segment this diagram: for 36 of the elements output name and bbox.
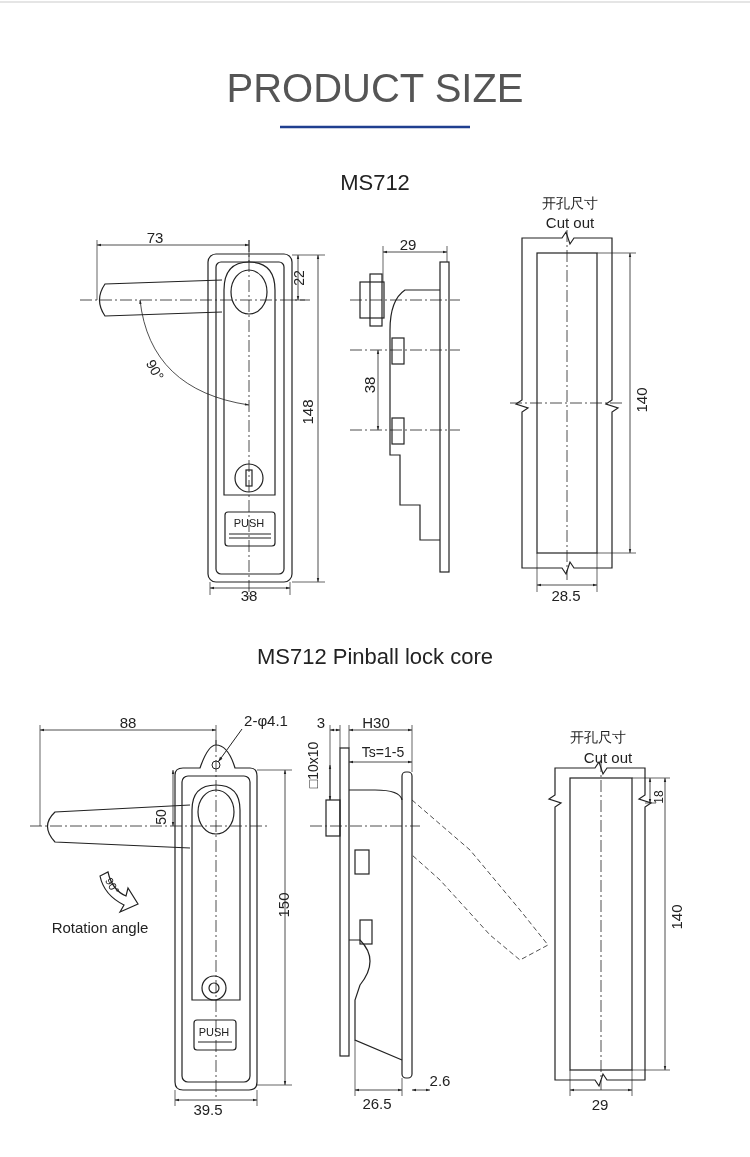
dimension-value: 88 bbox=[119, 714, 137, 730]
dimension-value: 140 bbox=[633, 387, 649, 413]
dimension-value: 3 bbox=[316, 714, 326, 730]
view-heading: MS712 Pinball lock core bbox=[257, 646, 493, 668]
mounting-hole bbox=[211, 760, 221, 770]
cutout-heading: Cut out bbox=[545, 214, 595, 230]
dimension-value: H30 bbox=[362, 714, 390, 730]
dimension-value: 38 bbox=[240, 587, 258, 603]
dimension-value: 22 bbox=[292, 270, 306, 286]
dimension-value: 39.5 bbox=[193, 1101, 223, 1117]
dimension-value: Ts=1-5 bbox=[361, 745, 405, 759]
dimension-value: 29 bbox=[591, 1096, 609, 1112]
dimension-value: 140 bbox=[668, 904, 684, 930]
dimension-value: 29 bbox=[399, 236, 417, 252]
dimension-value: 50 bbox=[154, 809, 168, 825]
dimension-value: 150 bbox=[275, 892, 291, 918]
caption: Rotation angle bbox=[51, 919, 149, 935]
dimension-value: 148 bbox=[299, 399, 315, 425]
dimension-value: 73 bbox=[146, 229, 164, 245]
view-heading: MS712 bbox=[340, 172, 410, 194]
plate-marking: PUSH bbox=[233, 517, 265, 529]
dimension-value: 38 bbox=[361, 376, 377, 394]
cutout-heading: 开孔尺寸 bbox=[570, 730, 626, 744]
cutout-heading: 开孔尺寸 bbox=[542, 196, 598, 210]
dimension-value: 28.5 bbox=[551, 587, 581, 603]
page-title: PRODUCT SIZE bbox=[226, 68, 524, 108]
dimension-value: 2.6 bbox=[429, 1072, 451, 1088]
angle-value: 90° bbox=[103, 876, 121, 896]
dimension-value: □10x10 bbox=[306, 741, 320, 789]
plate-marking: PUSH bbox=[198, 1026, 230, 1038]
leader-line bbox=[217, 728, 243, 763]
dimension-value: 18 bbox=[653, 790, 665, 804]
angle-value: 90° bbox=[143, 357, 167, 383]
cutout-heading: Cut out bbox=[583, 749, 633, 765]
callout-label: 2-φ4.1 bbox=[244, 712, 288, 728]
dimension-value: 26.5 bbox=[362, 1095, 392, 1111]
